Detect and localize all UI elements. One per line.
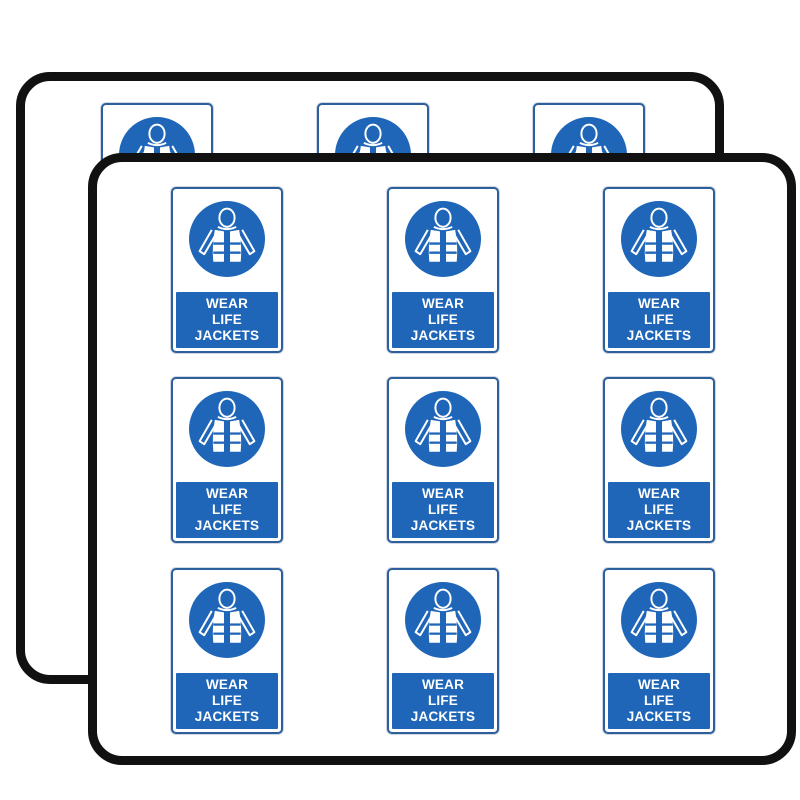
life-jacket-icon bbox=[189, 582, 265, 658]
sign-line-1: WEAR bbox=[205, 486, 249, 501]
sticker: WEAR LIFE JACKETS bbox=[387, 187, 499, 353]
sticker: WEAR LIFE JACKETS bbox=[603, 187, 715, 353]
life-jacket-icon bbox=[621, 582, 697, 658]
sticker: WEAR LIFE JACKETS bbox=[171, 187, 283, 353]
sign-label: WEAR LIFE JACKETS bbox=[608, 482, 710, 538]
sign-label: WEAR LIFE JACKETS bbox=[176, 292, 278, 348]
life-jacket-icon bbox=[405, 582, 481, 658]
sign-label: WEAR LIFE JACKETS bbox=[392, 292, 494, 348]
sign-line-2: LIFE bbox=[211, 693, 243, 708]
sign-label: WEAR LIFE JACKETS bbox=[608, 292, 710, 348]
sign-label: WEAR LIFE JACKETS bbox=[608, 673, 710, 729]
sign-line-3: JACKETS bbox=[194, 518, 260, 533]
sign-line-2: LIFE bbox=[427, 502, 459, 517]
sign-label: WEAR LIFE JACKETS bbox=[176, 673, 278, 729]
sticker: WEAR LIFE JACKETS bbox=[603, 377, 715, 543]
sticker: WEAR LIFE JACKETS bbox=[603, 568, 715, 734]
sign-line-1: WEAR bbox=[637, 486, 681, 501]
life-jacket-icon bbox=[189, 201, 265, 277]
sticker: WEAR LIFE JACKETS bbox=[171, 377, 283, 543]
sign-line-3: JACKETS bbox=[194, 709, 260, 724]
sign-line-3: JACKETS bbox=[626, 518, 692, 533]
sign-label: WEAR LIFE JACKETS bbox=[176, 482, 278, 538]
sign-label: WEAR LIFE JACKETS bbox=[392, 673, 494, 729]
sign-line-2: LIFE bbox=[643, 312, 675, 327]
sign-line-2: LIFE bbox=[427, 693, 459, 708]
sign-line-3: JACKETS bbox=[410, 328, 476, 343]
sign-line-2: LIFE bbox=[211, 312, 243, 327]
sticker: WEAR LIFE JACKETS bbox=[387, 568, 499, 734]
sign-line-3: JACKETS bbox=[410, 709, 476, 724]
sign-line-2: LIFE bbox=[427, 312, 459, 327]
sign-line-1: WEAR bbox=[421, 296, 465, 311]
life-jacket-icon bbox=[621, 201, 697, 277]
life-jacket-icon bbox=[621, 391, 697, 467]
sign-label: WEAR LIFE JACKETS bbox=[392, 482, 494, 538]
sign-line-2: LIFE bbox=[211, 502, 243, 517]
sticker: WEAR LIFE JACKETS bbox=[387, 377, 499, 543]
sign-line-3: JACKETS bbox=[626, 709, 692, 724]
sticker: WEAR LIFE JACKETS bbox=[171, 568, 283, 734]
sign-line-3: JACKETS bbox=[410, 518, 476, 533]
sign-line-3: JACKETS bbox=[194, 328, 260, 343]
sign-line-1: WEAR bbox=[421, 677, 465, 692]
sign-line-1: WEAR bbox=[205, 677, 249, 692]
life-jacket-icon bbox=[405, 391, 481, 467]
sign-line-1: WEAR bbox=[637, 296, 681, 311]
sign-line-1: WEAR bbox=[421, 486, 465, 501]
sign-line-1: WEAR bbox=[637, 677, 681, 692]
sign-line-2: LIFE bbox=[643, 502, 675, 517]
sticker-sheet-front: WEAR LIFE JACKETS WEAR LIFE JACKETS WEAR… bbox=[88, 153, 796, 765]
sign-line-2: LIFE bbox=[643, 693, 675, 708]
life-jacket-icon bbox=[189, 391, 265, 467]
sign-line-1: WEAR bbox=[205, 296, 249, 311]
sign-line-3: JACKETS bbox=[626, 328, 692, 343]
life-jacket-icon bbox=[405, 201, 481, 277]
